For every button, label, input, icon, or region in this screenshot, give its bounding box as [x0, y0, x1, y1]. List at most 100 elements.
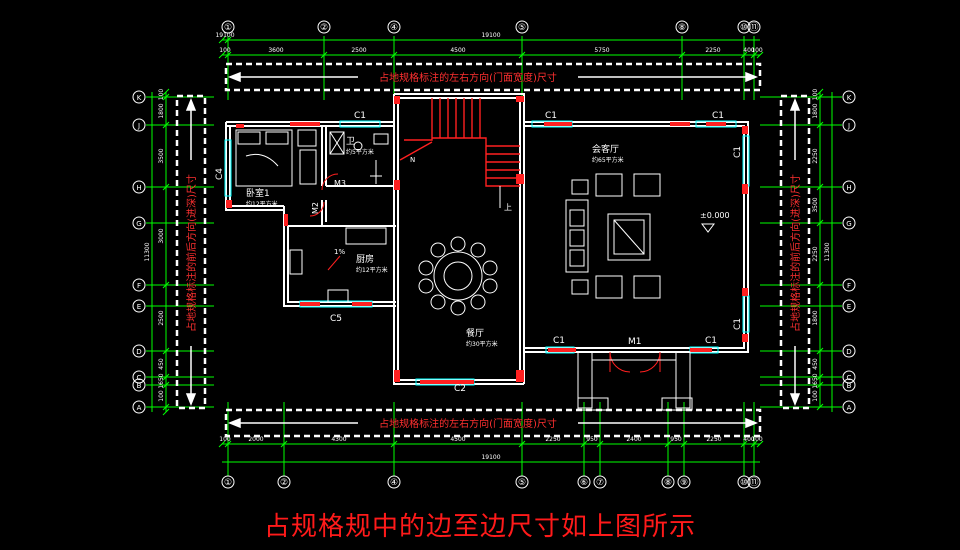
- axis-label-left: J: [137, 122, 140, 130]
- dim-bottom-tick: [218, 440, 226, 448]
- dim-bottom-label: 950: [670, 436, 682, 443]
- kitchen-slope-label: 1%: [334, 248, 345, 256]
- stair-up-label: 上: [504, 203, 512, 212]
- bedroom-furniture: [235, 129, 317, 187]
- right-depth-note: 占地规格标注的前后方向(进深)尺寸: [789, 174, 802, 332]
- dim-top-label: 100: [219, 47, 231, 54]
- window-c2: C2: [454, 384, 466, 394]
- dim-left-label: 2500: [158, 310, 165, 325]
- axis-bubble-right: [842, 299, 856, 313]
- dim-right-label: 2250: [812, 246, 819, 261]
- door-m3: M3: [334, 179, 346, 188]
- bottom-width-note: 占地规格标注的左右方向(门面宽度)尺寸: [379, 417, 557, 430]
- dim-right-label: 100: [812, 390, 819, 402]
- axis-label-left: B: [137, 382, 142, 390]
- axis-label-bottom: ⑥: [580, 478, 588, 488]
- dim-bottom-tick: [740, 440, 748, 448]
- axis-label-bottom: ⑤: [518, 478, 526, 488]
- axis-bubble-bottom: [387, 475, 401, 489]
- window-c1-bath: C1: [354, 111, 366, 121]
- dim-bottom-label: 4300: [331, 436, 346, 443]
- window-c5: C5: [330, 314, 342, 324]
- dim-right-label: 1800: [812, 103, 819, 118]
- dim-bottom-label: 400: [743, 436, 755, 443]
- window-c1-right-lower: C1: [733, 318, 743, 330]
- axis-label-right: C: [847, 374, 852, 382]
- axis-bubble-left: [132, 378, 146, 392]
- axis-bubble-left: [132, 216, 146, 230]
- axis-bubble-top: [317, 20, 331, 34]
- dim-right-tick: [816, 347, 824, 355]
- dim-top-label: 5750: [594, 47, 609, 54]
- dim-left-tick: [162, 281, 170, 289]
- axis-label-left: F: [137, 282, 141, 290]
- axis-bubble-bottom: [593, 475, 607, 489]
- axis-bubble-top: [387, 20, 401, 34]
- axis-bubble-bottom: [661, 475, 675, 489]
- axis-label-left: A: [137, 404, 142, 412]
- axis-label-top: ⑩: [740, 23, 748, 33]
- axis-bubble-left: [132, 278, 146, 292]
- axis-label-bottom: ④: [390, 478, 398, 488]
- axis-bubble-top: [221, 20, 235, 34]
- axis-label-top: ⑪: [749, 22, 758, 33]
- dim-right-label: 1650: [812, 373, 819, 388]
- dim-bottom-total-label: 19100: [481, 454, 500, 461]
- dim-right-tick: [816, 219, 824, 227]
- axis-bubble-top: [737, 20, 751, 34]
- dim-left-label: 3500: [158, 148, 165, 163]
- axis-bubble-right: [842, 378, 856, 392]
- axis-bubble-bottom: [221, 475, 235, 489]
- dim-right-label: 1800: [812, 310, 819, 325]
- axis-bubble-right: [842, 400, 856, 414]
- dim-left-label: 100: [158, 390, 165, 402]
- dim-top-tick: [740, 51, 748, 59]
- dim-bottom-tick: [680, 440, 688, 448]
- axis-label-right: E: [847, 303, 851, 311]
- living-area: 约65平方米: [592, 156, 624, 164]
- axis-label-top: ⑤: [518, 23, 526, 33]
- dim-bottom-label: 2250: [706, 436, 721, 443]
- dim-left-label: 1650: [158, 373, 165, 388]
- window-c4: C4: [215, 168, 225, 180]
- axis-bubble-top: [515, 20, 529, 34]
- dim-bottom-tick: [596, 440, 604, 448]
- axis-bubble-top: [675, 20, 689, 34]
- dim-top-tick: [218, 51, 226, 59]
- dim-bottom-label: 2400: [626, 436, 641, 443]
- dim-bottom-tick: [224, 440, 232, 448]
- axis-label-bottom: ⑦: [596, 478, 604, 488]
- dim-right-tick: [816, 381, 824, 389]
- axis-label-bottom: ⑧: [664, 478, 672, 488]
- axis-label-right: G: [846, 220, 851, 228]
- axis-label-left: K: [137, 94, 142, 102]
- dim-left-tick: [162, 381, 170, 389]
- axis-label-right: K: [847, 94, 852, 102]
- top-width-note: 占地规格标注的左右方向(门面宽度)尺寸: [379, 71, 557, 84]
- window-c1-top-mid: C1: [545, 111, 557, 121]
- dim-left-tick: [162, 403, 170, 411]
- dim-left-total-label: 11300: [144, 242, 151, 261]
- dining-area: 约30平方米: [466, 340, 498, 348]
- axis-bubble-top: [747, 20, 761, 34]
- window-c1-top-right: C1: [712, 111, 724, 121]
- axis-label-right: A: [847, 404, 852, 412]
- dim-right-tick: [816, 373, 824, 381]
- wall-stubs: [226, 96, 748, 384]
- kitchen-slope-arrow: [327, 255, 341, 271]
- dim-top-tick: [678, 51, 686, 59]
- dining-table: [418, 236, 498, 316]
- dim-left-tick: [162, 408, 170, 416]
- dim-right-tick: [816, 281, 824, 289]
- window-c1-bottom-right: C1: [705, 336, 717, 346]
- axis-bubble-bottom: [747, 475, 761, 489]
- dim-left-tick: [162, 373, 170, 381]
- dim-top-tick: [750, 51, 758, 59]
- axis-bubble-left: [132, 400, 146, 414]
- dim-bottom-tick: [518, 440, 526, 448]
- dim-top-total-stub-label: 19100: [215, 32, 234, 39]
- entrance-porch: [577, 351, 693, 411]
- axis-label-right: B: [847, 382, 852, 390]
- dim-bottom-tick: [756, 440, 764, 448]
- kitchen-fixtures: [289, 227, 387, 303]
